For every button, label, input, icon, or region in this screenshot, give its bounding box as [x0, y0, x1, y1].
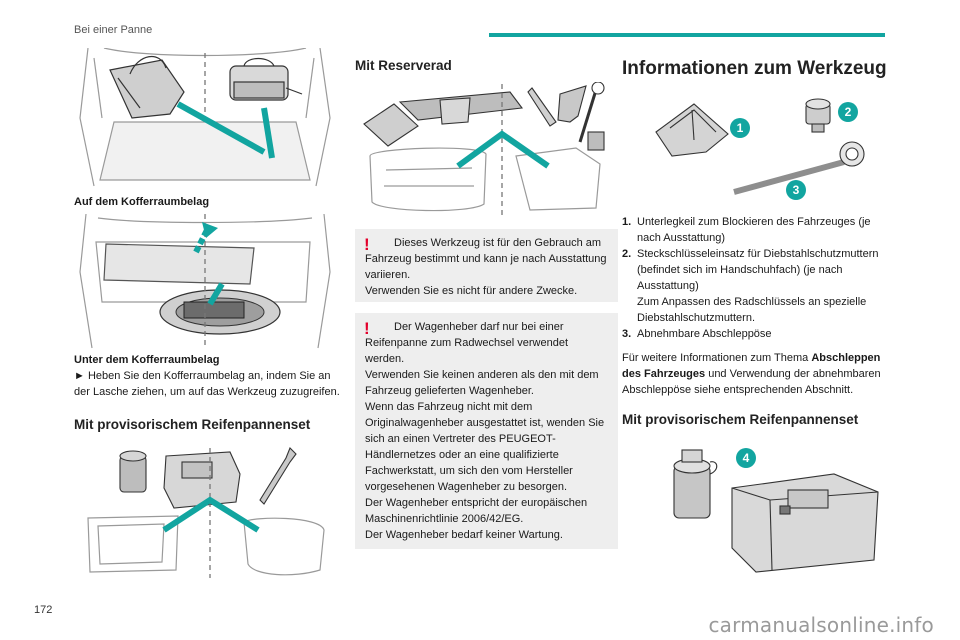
svg-text:3: 3	[793, 183, 800, 197]
warning-icon: !	[364, 319, 370, 338]
heading-spare-wheel: Mit Reserverad	[355, 58, 452, 73]
badge-4: 4	[736, 448, 756, 468]
badge-3: 3	[786, 180, 806, 200]
warning-icon: !	[364, 235, 370, 254]
caption-title: Unter dem Kofferraumbelag	[74, 354, 220, 366]
svg-text:1: 1	[737, 121, 744, 135]
under-trunk-floor-illustration	[79, 213, 331, 349]
warning-note-tool-usage: ! Dieses Werkzeug ist für den Gebrauch a…	[355, 229, 618, 302]
towing-info-paragraph: Für weitere Informationen zum Thema Absc…	[622, 352, 881, 396]
list-item: 2. Steckschlüsseleinsatz für Diebstahlsc…	[622, 248, 879, 324]
badge-1: 1	[730, 118, 750, 138]
list-item: 3. Abnehmbare Abschleppöse	[622, 328, 772, 340]
note-text: Verwenden Sie es nicht für andere Zwecke…	[365, 285, 578, 297]
svg-text:2: 2	[845, 105, 852, 119]
note-text: Wenn das Fahrzeug nicht mit dem Original…	[365, 401, 605, 493]
heading-puncture-kit-right: Mit provisorischem Reifenpannenset	[622, 412, 859, 427]
list-item: 1. Unterlegkeil zum Blockieren des Fahrz…	[622, 216, 871, 244]
trunk-floor-tools-illustration	[79, 48, 331, 187]
bold-term: Abschleppen des Fahrzeuges	[622, 352, 881, 380]
heading-puncture-kit-left: Mit provisorischem Reifenpannenset	[74, 417, 311, 432]
spare-wheel-tools-illustration	[363, 82, 605, 216]
badge-2: 2	[838, 102, 858, 122]
note-text: Der Wagenheber entspricht der europäisch…	[365, 497, 588, 525]
svg-text:4: 4	[743, 451, 750, 465]
note-text: Verwenden Sie keinen anderen als den mit…	[365, 369, 599, 397]
note-text: Dieses Werkzeug ist für den Gebrauch am …	[365, 237, 607, 281]
tools-numbered-illustration: 1 2 3	[655, 98, 865, 200]
section-header: Bei einer Panne	[74, 24, 153, 36]
tool-info-list: 1. Unterlegkeil zum Blockieren des Fahrz…	[622, 214, 888, 342]
note-text: Der Wagenheber darf nur bei einer Reifen…	[365, 321, 569, 365]
puncture-kit-illustration-right: 4	[673, 448, 879, 573]
watermark: carmanualsonline.info	[708, 613, 934, 637]
note-text: Der Wagenheber bedarf keiner Wartung.	[365, 529, 563, 541]
heading-tool-info: Informationen zum Werkzeug	[622, 58, 887, 79]
header-accent-bar	[489, 33, 885, 37]
caption-on-trunk-floor: Auf dem Kofferraumbelag	[74, 196, 210, 208]
caption-text: ► Heben Sie den Kofferraumbelag an, inde…	[74, 370, 340, 398]
caption-under-trunk-floor: Unter dem Kofferraumbelag ► Heben Sie de…	[74, 352, 342, 400]
page-number: 172	[34, 604, 53, 616]
puncture-kit-illustration-left	[87, 447, 325, 578]
warning-note-jack: ! Der Wagenheber darf nur bei einer Reif…	[355, 313, 618, 549]
